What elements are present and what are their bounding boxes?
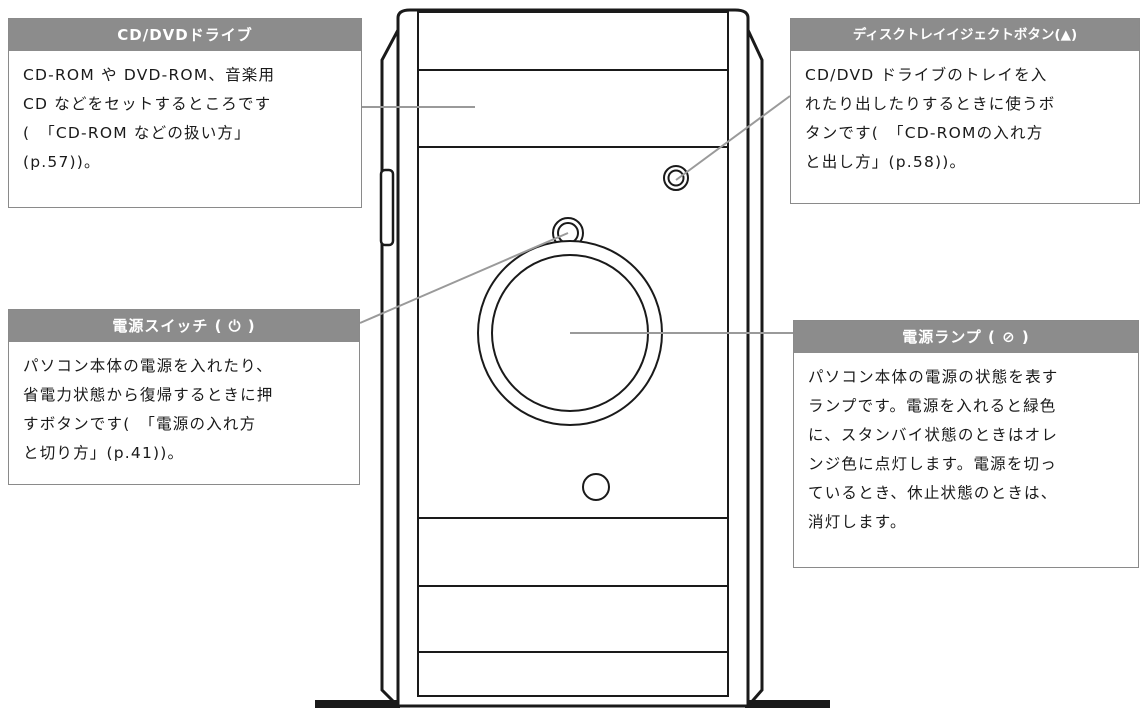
left-foot xyxy=(315,700,400,708)
right-foot xyxy=(745,700,830,708)
callout-eject-button-title: ディスクトレイイジェクトボタン(▲) xyxy=(791,19,1139,51)
callout-cd-drive-body: CD-ROM や DVD-ROM、音楽用 CD などをセットするところです ( … xyxy=(23,66,276,171)
callout-power-lamp-body: パソコン本体の電源の状態を表す ランプです。電源を入れると緑色 に、スタンバイ状… xyxy=(808,368,1059,531)
leader-power-switch xyxy=(359,232,569,324)
lower-port xyxy=(582,473,610,501)
callout-power-switch-title: 電源スイッチ ( ⏻ ) xyxy=(9,310,359,342)
callout-power-switch: 電源スイッチ ( ⏻ ) パソコン本体の電源を入れたり、 省電力状態から復帰する… xyxy=(8,309,360,485)
callout-power-switch-body: パソコン本体の電源を入れたり、 省電力状態から復帰するときに押 すボタンです( … xyxy=(23,357,274,462)
callout-power-lamp: 電源ランプ ( ⊘ ) パソコン本体の電源の状態を表す ランプです。電源を入れる… xyxy=(793,320,1139,568)
case-side-left xyxy=(380,29,400,708)
callout-power-lamp-title: 電源ランプ ( ⊘ ) xyxy=(794,321,1138,353)
callout-eject-button-body: CD/DVD ドライブのトレイを入 れたり出したりするときに使うボ タンです( … xyxy=(805,66,1056,171)
leader-eject xyxy=(675,95,791,181)
side-bump xyxy=(379,168,395,247)
callout-cd-drive-title: CD/DVDドライブ xyxy=(9,19,361,51)
eject-button-inner xyxy=(667,169,685,187)
callout-eject-button: ディスクトレイイジェクトボタン(▲) CD/DVD ドライブのトレイを入 れたり… xyxy=(790,18,1140,204)
callout-cd-drive: CD/DVDドライブ CD-ROM や DVD-ROM、音楽用 CD などをセッ… xyxy=(8,18,362,208)
case-side-right xyxy=(746,29,764,707)
